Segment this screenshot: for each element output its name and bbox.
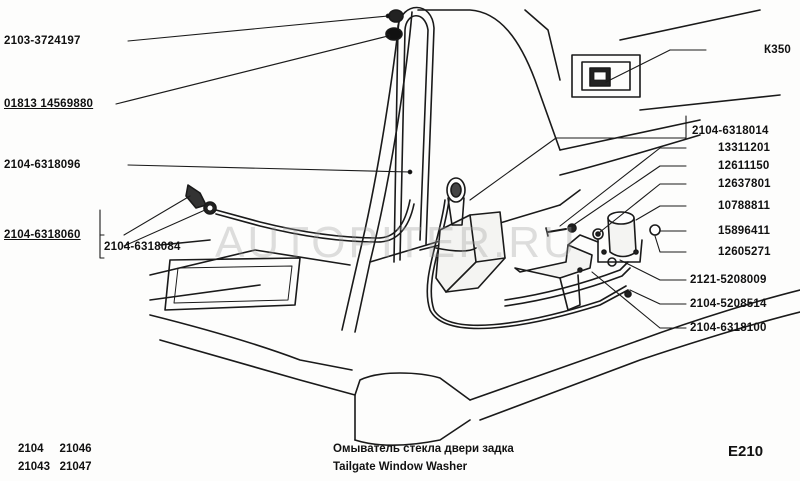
hose-route: [215, 6, 631, 330]
label-part-10788811: 10788811: [718, 200, 771, 212]
washer-nozzle: [185, 184, 217, 215]
label-reservoir-6318014: 2104-6318014: [692, 125, 769, 137]
title-russian: Омыватель стекла двери задка: [333, 443, 514, 455]
label-hose-6318100: 2104-6318100: [690, 322, 767, 334]
label-part-15896411: 15896411: [718, 225, 771, 237]
models-row-2: 21043 21047: [18, 461, 92, 473]
license-plate-recess: [164, 257, 301, 311]
label-part-13311201: 13311201: [718, 142, 771, 154]
label-part-12605271: 12605271: [718, 246, 771, 258]
switch-k350: [571, 54, 641, 98]
watermark: AUTOPITER.RU: [215, 218, 578, 267]
models-row-1: 2104 21046: [18, 443, 92, 455]
label-pump-5208009: 2121-5208009: [690, 274, 767, 286]
page-code: E210: [728, 443, 764, 460]
label-switch-k350: К350: [764, 44, 792, 56]
label-part-12611150: 12611150: [718, 160, 770, 172]
grommet-parts: [385, 9, 404, 41]
title-english: Tailgate Window Washer: [333, 461, 468, 473]
fasteners: [545, 223, 661, 298]
label-tee-6318084: 2104-6318084: [104, 241, 181, 253]
leader-lines: [99, 13, 707, 329]
label-grommet-3724197: 2103-3724197: [4, 35, 81, 47]
car-body-outline: [149, 9, 800, 447]
label-part-12637801: 12637801: [718, 178, 771, 190]
label-nozzle-6318060: 2104-6318060: [4, 229, 81, 241]
mounting-bracket: [514, 234, 599, 311]
washer-pump: [597, 211, 643, 267]
label-hose-6318096: 2104-6318096: [4, 159, 81, 171]
washer-reservoir: [435, 177, 506, 293]
label-hose-5208514: 2104-5208514: [690, 298, 767, 310]
label-grommet-14569880: 01813 14569880: [4, 98, 94, 110]
